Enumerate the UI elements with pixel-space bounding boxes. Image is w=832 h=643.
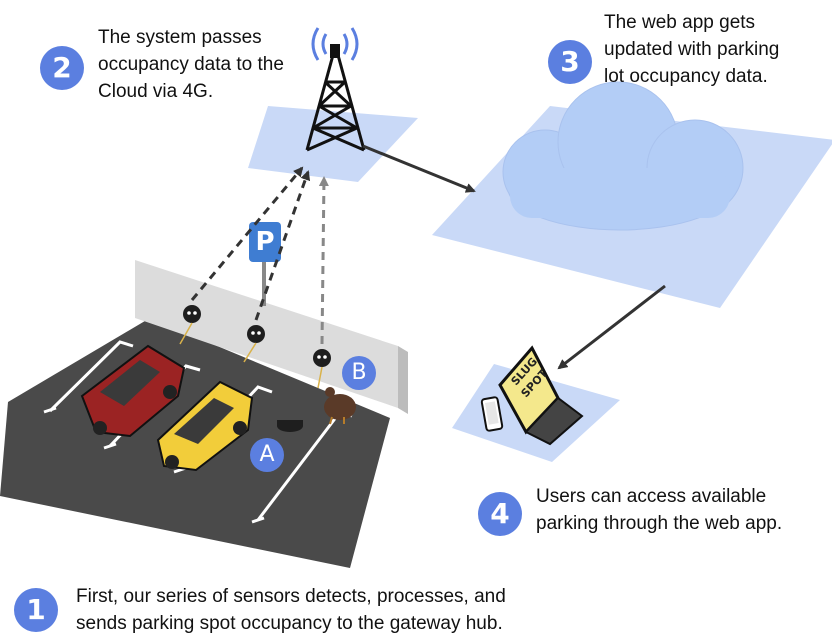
step-2-line-3: Cloud via 4G.	[98, 81, 214, 102]
marker-a: A	[250, 438, 284, 472]
step-4-text: Users can access available parking throu…	[536, 483, 782, 537]
step-2-line-2: occupancy data to the	[98, 54, 284, 75]
sensor-icon	[247, 325, 265, 343]
step-1-line-1: First, our series of sensors detects, pr…	[76, 586, 506, 607]
marker-b: B	[342, 356, 376, 390]
step-2-badge: 2	[40, 46, 84, 90]
turkey-icon	[324, 387, 356, 425]
step-2-line-1: The system passes	[98, 27, 262, 48]
sensor-uplinks	[190, 166, 329, 345]
arrow-tower-to-cloud	[362, 144, 476, 193]
sensor-icon	[183, 305, 201, 323]
cloud-icon	[502, 81, 744, 231]
arrow-cloud-to-laptop	[557, 284, 666, 370]
signal-waves-icon	[311, 27, 359, 61]
step-4-line-1: Users can access available	[536, 486, 767, 507]
phone-icon	[480, 396, 504, 432]
step-3-text: The web app gets updated with parking lo…	[604, 9, 779, 90]
car-icon	[156, 380, 254, 472]
cell-tower-icon	[305, 44, 366, 152]
step-3-line-1: The web app gets	[604, 12, 756, 33]
car-icon	[80, 344, 186, 438]
step-1-badge: 1	[14, 588, 58, 632]
step-3-line-3: lot occupancy data.	[604, 66, 768, 87]
sensor-icon	[313, 349, 331, 367]
step-1-line-2: sends parking spot occupancy to the gate…	[76, 613, 503, 634]
step-4-line-2: parking through the web app.	[536, 513, 783, 534]
step-1-text: First, our series of sensors detects, pr…	[76, 583, 506, 637]
parking-sign-letter: P	[255, 227, 275, 257]
step-3-badge: 3	[548, 40, 592, 84]
parking-wall	[135, 260, 408, 414]
tower-platform	[248, 106, 418, 182]
step-3-line-2: updated with parking	[604, 39, 780, 60]
step-4-badge: 4	[478, 492, 522, 536]
step-2-text: The system passes occupancy data to the …	[98, 24, 284, 105]
parking-sign-icon	[249, 222, 281, 262]
laptop-icon: SLUG SPOT	[498, 345, 584, 446]
